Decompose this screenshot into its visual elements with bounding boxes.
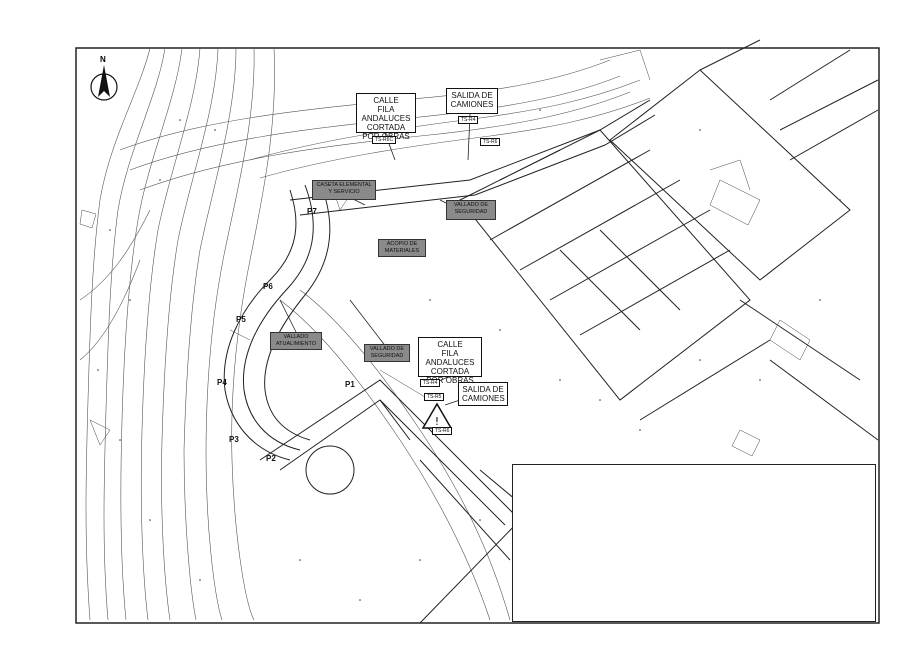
site-details xyxy=(79,49,811,457)
point-p2: P2 xyxy=(266,454,276,463)
tag-caseta: CASETA ELEMENTAL Y SERVICIO xyxy=(312,180,376,200)
point-p1: P1 xyxy=(345,380,355,389)
tag-acopio: ACOPIO DE MATERIALES xyxy=(378,239,426,257)
access-road xyxy=(223,99,656,461)
lower-building xyxy=(259,379,541,624)
tag-vallado-left: VALLADO ATUALIMIENTO xyxy=(270,332,322,350)
callout-salida-camiones-top: SALIDA DE CAMIONES xyxy=(446,88,498,114)
point-p6: P6 xyxy=(263,282,273,291)
point-p7: P7 xyxy=(307,207,317,216)
title-block xyxy=(512,464,876,622)
tag-ts-6: TS-R6 xyxy=(432,427,453,435)
point-p3: P3 xyxy=(229,435,239,444)
callout-calle-cortada-mid: CALLE FILA ANDALUCES CORTADA POR OBRAS xyxy=(418,337,482,385)
tag-ts-4: TS-R4 xyxy=(420,379,441,387)
tag-ts-2: TS-R6C xyxy=(372,136,397,144)
north-label: N xyxy=(100,55,106,64)
building-blocks xyxy=(459,39,879,441)
point-p4: P4 xyxy=(217,378,227,387)
tag-vallado-right: VALLADO DE SEGURIDAD xyxy=(446,200,496,220)
svg-text:!: ! xyxy=(435,415,439,428)
tag-ts-1: TS-R4 xyxy=(458,116,479,124)
tag-ts-3: TS-R6 xyxy=(480,138,501,146)
tag-ts-5: TS-R5 xyxy=(424,393,445,401)
callout-calle-cortada-top: CALLE FILA ANDALUCES CORTADA POR OBRAS xyxy=(356,93,416,141)
tag-vallado-mid: VALLADO DE SEGURIDAD xyxy=(364,344,410,362)
callout-salida-camiones-mid: SALIDA DE CAMIONES xyxy=(458,382,508,406)
point-p5: P5 xyxy=(236,315,246,324)
north-arrow-icon xyxy=(90,65,118,101)
spot-heights xyxy=(97,109,841,601)
